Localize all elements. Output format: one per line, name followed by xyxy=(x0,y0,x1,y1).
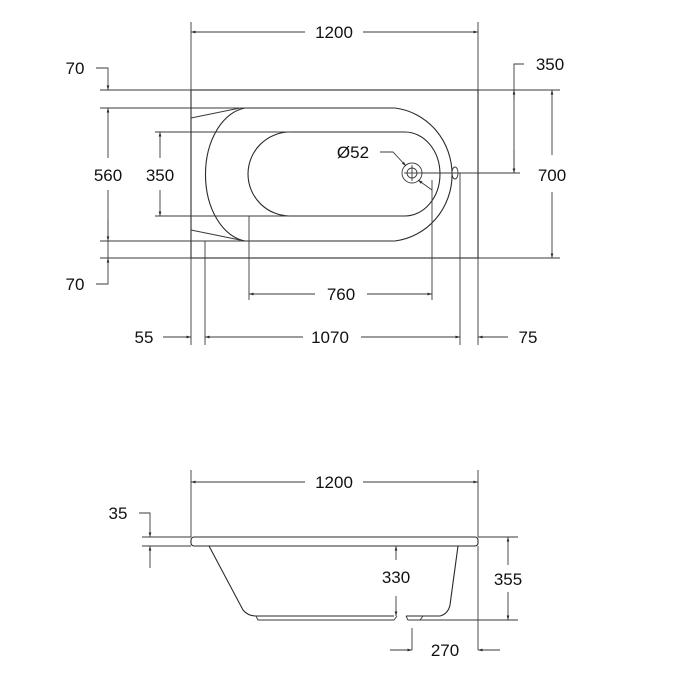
dim-side-overall-length: 1200 xyxy=(315,473,353,492)
tub-body-profile xyxy=(208,545,459,617)
dim-floor-length: 760 xyxy=(327,285,355,304)
dim-rim-top: 70 xyxy=(66,59,85,78)
dim-overall-length: 1200 xyxy=(315,23,353,42)
dim-rim-right: 75 xyxy=(519,328,538,347)
inner-basin-outline xyxy=(205,107,453,242)
rim-profile xyxy=(190,536,479,547)
dim-waste-diameter: Ø52 xyxy=(337,143,369,162)
tub-outline xyxy=(190,89,479,259)
plan-view: 1200 70 560 350 70 350 700 Ø52 760 xyxy=(66,22,566,347)
dim-rim-thickness: 35 xyxy=(109,504,128,523)
dim-inner-depth: 330 xyxy=(382,568,410,587)
dim-waste-from-end: 270 xyxy=(431,641,459,660)
dim-inner-length: 1070 xyxy=(311,328,349,347)
side-view: 1200 35 330 355 270 xyxy=(109,470,522,660)
dim-inner-width: 560 xyxy=(94,166,122,185)
floor-outline xyxy=(247,131,441,217)
dim-rim-bottom: 70 xyxy=(66,275,85,294)
dim-overall-depth: 355 xyxy=(494,570,522,589)
dim-overall-width: 700 xyxy=(538,166,566,185)
dim-rim-left: 55 xyxy=(135,328,154,347)
dim-waste-offset: 350 xyxy=(536,55,564,74)
dim-floor-width: 350 xyxy=(146,166,174,185)
